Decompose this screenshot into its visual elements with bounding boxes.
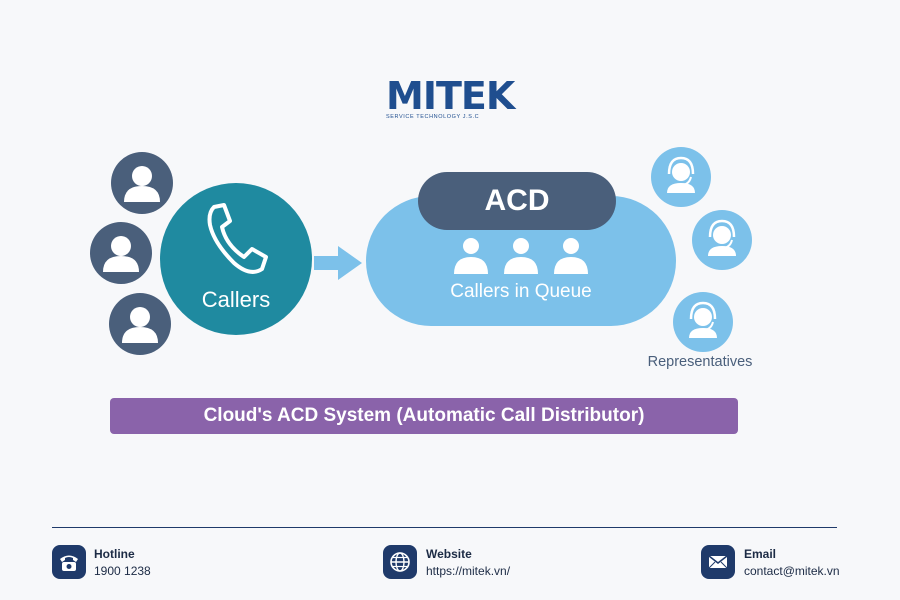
representatives-label: Representatives [647, 354, 753, 370]
system-banner: Cloud's ACD System (Automatic Call Distr… [110, 398, 738, 434]
website-title: Website [426, 547, 472, 561]
acd-pill: ACD [418, 172, 616, 230]
hotline-number[interactable]: 1900 1238 [94, 564, 151, 578]
person-icon [122, 307, 158, 343]
email-icon-box [701, 545, 735, 579]
callers-label: Callers [201, 287, 271, 312]
email-address[interactable]: contact@mitek.vn [744, 564, 840, 578]
representative-3 [673, 292, 733, 352]
globe-icon [390, 552, 410, 572]
headset-agent-icon [667, 156, 695, 193]
representative-1 [651, 147, 711, 207]
envelope-icon [708, 555, 728, 569]
footer-divider [52, 527, 837, 528]
right-arrow-icon [314, 246, 362, 280]
phone-handset-icon [207, 203, 268, 274]
person-icon [103, 236, 139, 272]
caller-avatar-1 [111, 152, 173, 214]
queue-label: Callers in Queue [450, 281, 592, 302]
telephone-icon [60, 555, 78, 571]
queued-callers-icon [454, 238, 588, 274]
person-icon [124, 166, 160, 202]
website-icon-box [383, 545, 417, 579]
hotline-icon-box [52, 545, 86, 579]
logo-tagline: SERVICE TECHNOLOGY J.S.C [386, 114, 480, 120]
headset-agent-icon [689, 301, 717, 338]
caller-avatar-3 [109, 293, 171, 355]
logo-wordmark: MITEK [386, 74, 515, 118]
callers-circle: Callers [160, 183, 312, 335]
headset-agent-icon [708, 219, 736, 256]
mitek-logo: MITEK SERVICE TECHNOLOGY J.S.C [386, 74, 526, 122]
hotline-title: Hotline [94, 547, 135, 561]
email-title: Email [744, 547, 777, 561]
caller-avatar-2 [90, 222, 152, 284]
representative-2 [692, 210, 752, 270]
website-link[interactable]: https://mitek.vn/ [426, 564, 511, 578]
